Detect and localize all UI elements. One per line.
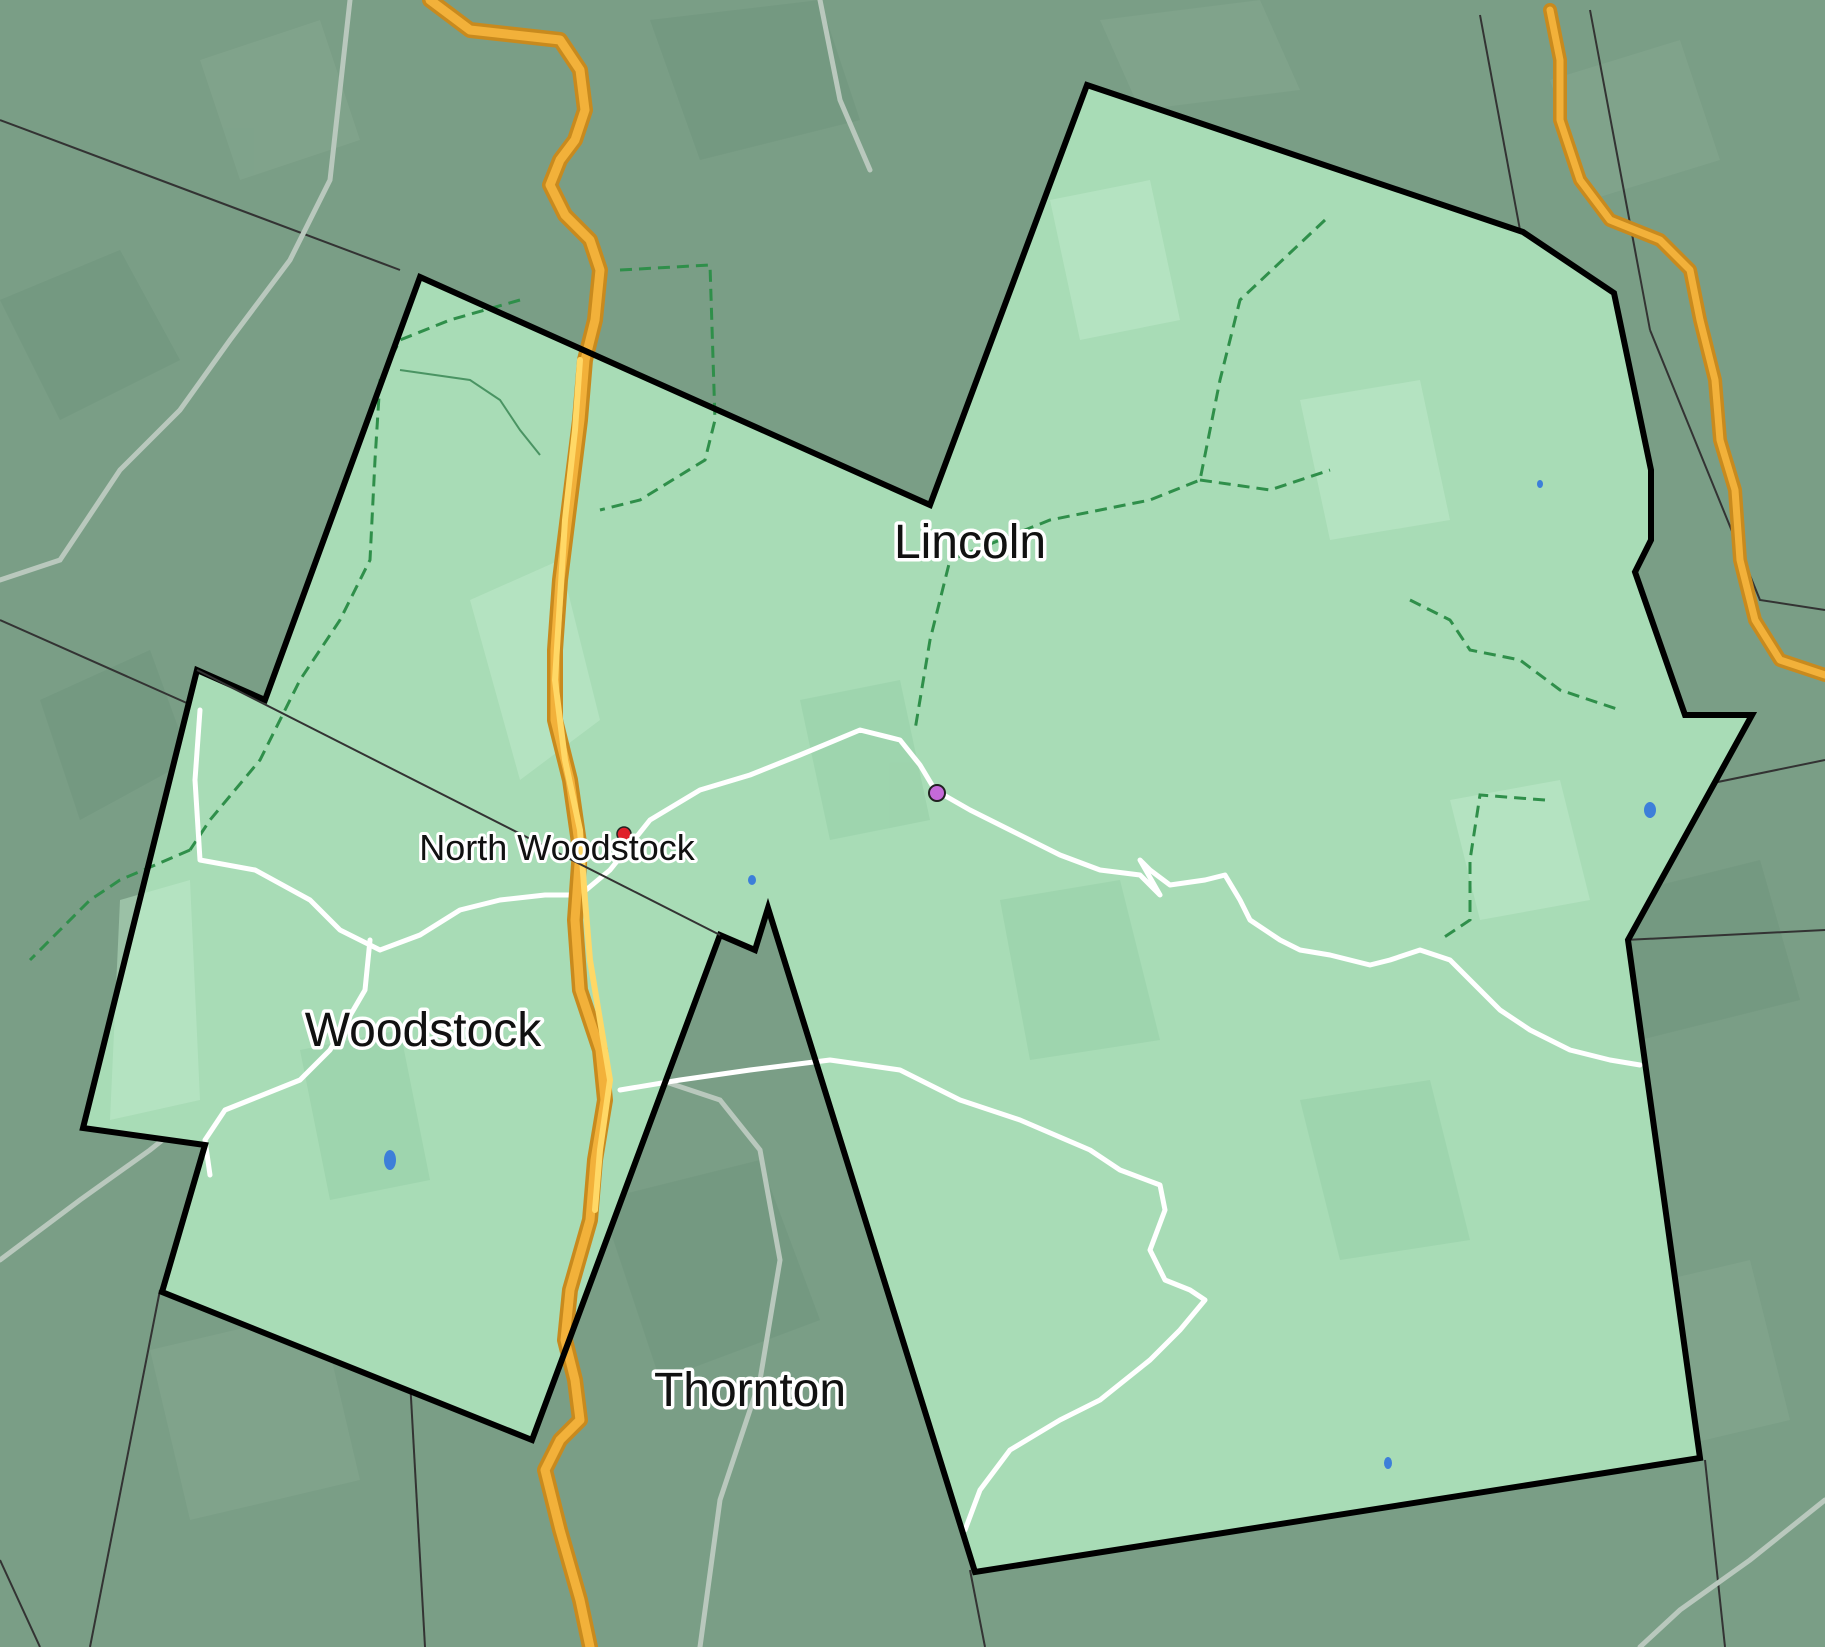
highway-parallel [551, 357, 614, 1213]
label-north-woodstock: North Woodstock [419, 827, 695, 868]
selected-towns-boundary [79, 81, 1758, 1576]
water-bodies [384, 480, 1656, 1469]
label-woodstock: Woodstock [305, 1004, 543, 1057]
stream [399, 369, 541, 456]
place-dot-icon[interactable] [616, 826, 632, 842]
hiking-trails [28, 218, 1621, 962]
lincoln-woodstock-boundary [196, 669, 721, 936]
label-lincoln: Lincoln [894, 516, 1046, 569]
highway [422, 0, 1825, 1647]
local-roads [192, 707, 1643, 1533]
selected-towns-area[interactable] [83, 85, 1752, 1572]
poi-dot-icon[interactable] [928, 784, 946, 802]
label-thornton: Thornton [654, 1364, 846, 1417]
